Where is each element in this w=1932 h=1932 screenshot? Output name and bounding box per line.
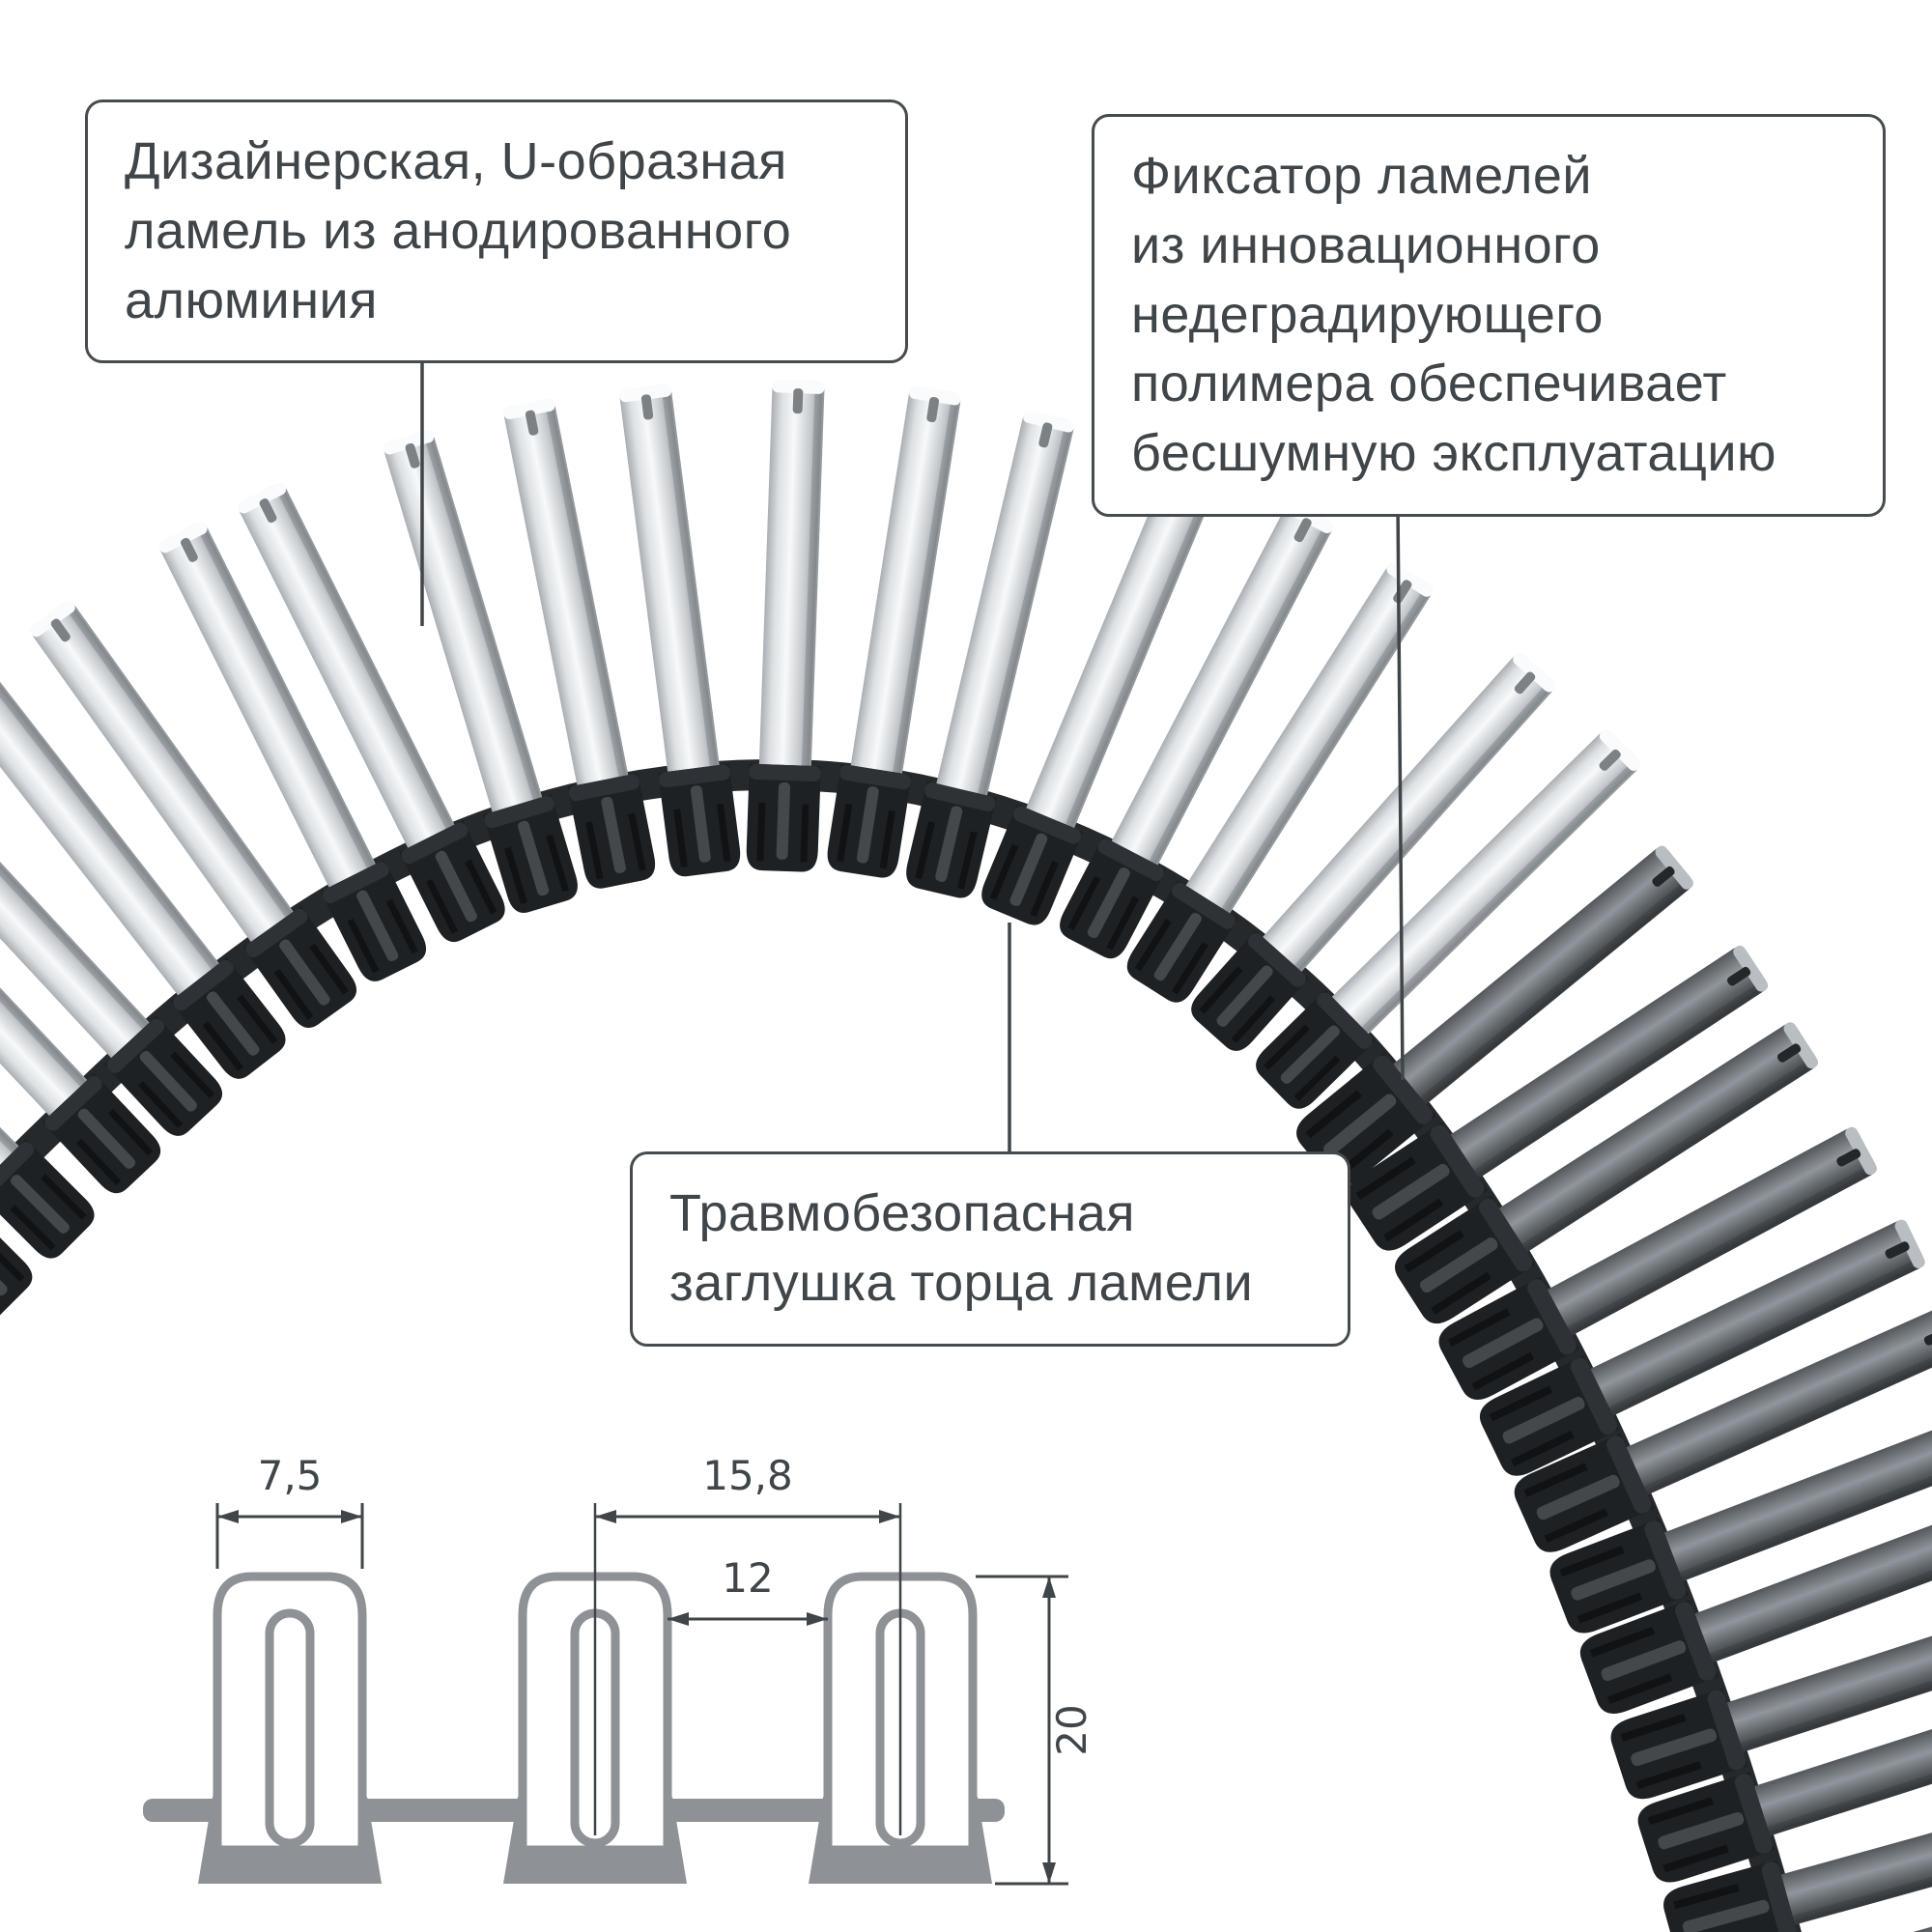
dimension-label-height: 20 <box>1048 1704 1095 1755</box>
leader-line-fixator <box>1396 501 1405 1081</box>
lamella-clips <box>0 763 1800 1932</box>
cross-section-drawing: 7,5 15,8 12 20 <box>143 1452 1095 1886</box>
callout-lamella: Дизайнерская, U-образная ламель из аноди… <box>85 99 908 364</box>
lamella-slats <box>0 380 1932 1932</box>
dimension-label-lamella-width: 7,5 <box>258 1452 323 1499</box>
dimension-lines <box>215 1503 1068 1886</box>
callout-fixator: Фиксатор ламелей из инновационного недег… <box>1092 114 1886 518</box>
dimension-arrows <box>217 1510 1056 1884</box>
callout-endcap: Травмобезопасная заглушка торца ламели <box>630 1151 1350 1347</box>
leader-lines <box>420 348 1405 1159</box>
dimension-label-pitch: 15,8 <box>702 1452 793 1499</box>
dimension-label-gap: 12 <box>722 1554 773 1602</box>
